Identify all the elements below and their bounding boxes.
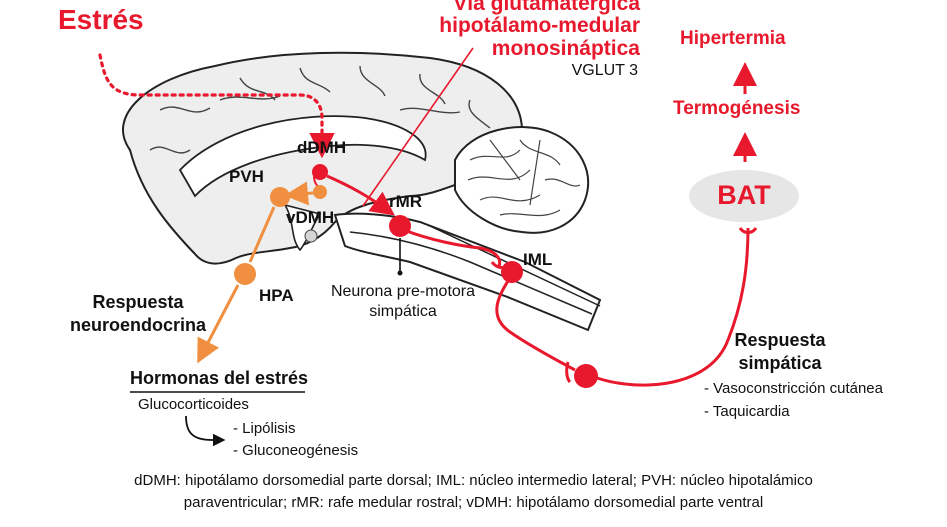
sympathetic-label-line1: Respuesta [734, 330, 826, 350]
stress-label: Estrés [58, 4, 144, 35]
hpa-pathway [197, 181, 314, 364]
neuroendocrine-label-line2: neuroendocrina [69, 315, 207, 335]
glucocorticoids-label: Glucocorticoides [138, 396, 249, 413]
hpa-to-hormones-arrow [197, 284, 240, 364]
iml-node [501, 261, 523, 283]
cerebellum [454, 126, 590, 234]
lipolysis-label: - Lipólisis [233, 420, 296, 437]
pathway-label-line2: hipotálamo-medular [439, 14, 640, 37]
iml-label: IML [523, 250, 553, 269]
pathway-label-line1: Vía glutamatérgica [453, 0, 640, 15]
pathway-label-line3: monosináptica [491, 37, 640, 60]
hyperthermia-label: Hipertermia [680, 28, 786, 49]
iml-to-ganglion-path [495, 277, 576, 372]
hormones-title: Hormonas del estrés [130, 368, 309, 388]
sympathetic-label-line2: simpática [738, 353, 822, 373]
rmr-node [389, 215, 411, 237]
pathway-pointer-line [362, 47, 474, 207]
premotor-label-line2: simpática [369, 303, 437, 320]
bat-label: BAT [717, 180, 771, 210]
vdmh-label: vDMH [286, 208, 335, 227]
ddmh-label: dDMH [297, 138, 347, 157]
brainstem [333, 212, 602, 332]
thermogenesis-label: Termogénesis [673, 98, 801, 119]
ganglion-node [574, 364, 598, 388]
tachycardia-label: - Taquicardia [704, 403, 790, 420]
vglut3-label: VGLUT 3 [571, 62, 638, 79]
pvh-node [270, 187, 290, 207]
corpus-callosum [178, 115, 427, 198]
premotor-label-line1: Neurona pre-motora [330, 283, 476, 300]
ganglion-synapse-cap [565, 361, 572, 384]
rmr-label: rMR [389, 192, 423, 211]
pvh-label: PVH [229, 167, 264, 186]
pvh-to-hpa-path [248, 206, 276, 263]
ganglion-to-bat-path [596, 227, 750, 387]
gluconeogenesis-label: - Gluconeogénesis [233, 442, 359, 459]
glucocorticoids-curved-arrow [185, 415, 226, 447]
sympathetic-pathway [313, 174, 758, 387]
footer-legend-line2: paraventricular; rMR: rafe medular rostr… [183, 494, 764, 511]
ddmh-node [312, 164, 328, 180]
hypothalamus-detail [283, 203, 322, 252]
stress-dotted-arrow [98, 53, 335, 159]
hpa-label: HPA [259, 286, 294, 305]
bat-ellipse [689, 170, 799, 222]
vasoconstriction-label: - Vasoconstricción cutánea [704, 380, 883, 397]
rmr-to-iml-path [403, 228, 502, 269]
vdmh-node [313, 185, 327, 199]
neuroendocrine-label-line1: Respuesta [92, 292, 184, 312]
hpa-node [234, 263, 256, 285]
ddmh-to-rmr-arrow [326, 174, 395, 216]
vdmh-to-pvh-arrow [284, 181, 314, 206]
footer-legend-line1: dDMH: hipotálamo dorsomedial parte dorsa… [134, 472, 813, 489]
bat-synapse-cap [738, 227, 758, 234]
